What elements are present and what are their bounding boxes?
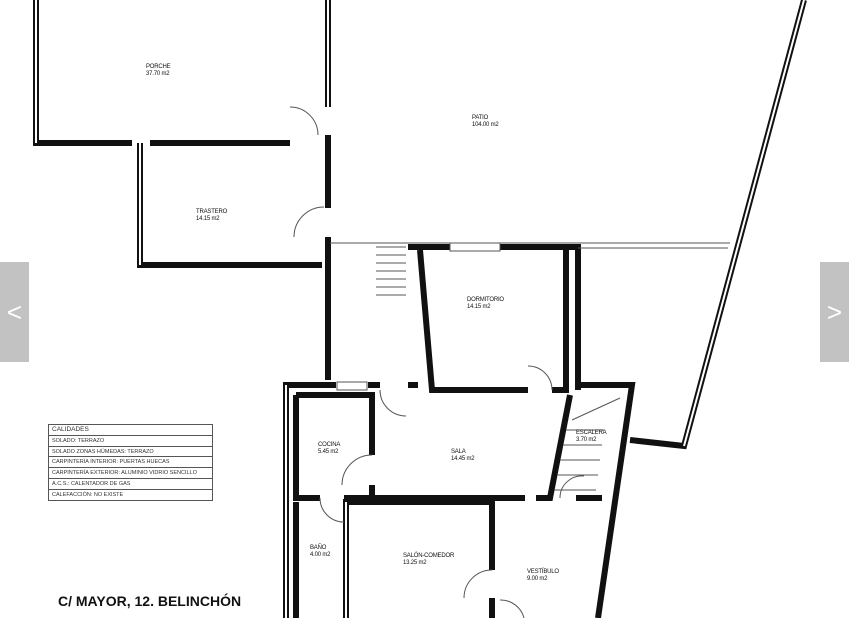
calidades-header: CALIDADES: [49, 425, 212, 436]
room-name: TRASTERO: [196, 209, 228, 215]
walls: [33, 0, 807, 618]
room-area: 3.70 m2: [576, 437, 597, 443]
thin-lines: [289, 106, 730, 618]
room-area: 14.45 m2: [451, 456, 475, 462]
room-area: 14.15 m2: [467, 304, 491, 310]
room-area: 37.70 m2: [146, 71, 170, 77]
calidades-row: SOLADO ZONAS HÚMEDAS: TERRAZO: [49, 447, 212, 458]
room-name: SALÓN-COMEDOR: [403, 553, 455, 559]
room-area: 104.00 m2: [472, 122, 499, 128]
calidades-row: A.C.S.: CALENTADOR DE GAS: [49, 479, 212, 490]
calidades-table: CALIDADES SOLADO: TERRAZO SOLADO ZONAS H…: [48, 424, 213, 501]
room-area: 9.00 m2: [527, 576, 548, 582]
room-name: PATIO: [472, 115, 489, 121]
calidades-row: CARPINTERÍA INTERIOR: PUERTAS HUECAS: [49, 457, 212, 469]
room-name: VESTÍBULO: [527, 569, 559, 575]
room-area: 13.25 m2: [403, 560, 427, 566]
room-name: ESCALERA: [576, 430, 607, 436]
room-name: PORCHE: [146, 64, 171, 70]
previous-image-button[interactable]: <: [0, 262, 29, 362]
room-area: 4.00 m2: [310, 552, 331, 558]
room-name: DORMITORIO: [467, 297, 504, 303]
room-name: BAÑO: [310, 545, 327, 551]
room-name: SALA: [451, 449, 466, 455]
next-image-button[interactable]: >: [820, 262, 849, 362]
room-area: 14.15 m2: [196, 216, 220, 222]
calidades-row: SOLADO: TERRAZO: [49, 436, 212, 447]
calidades-row: CALEFACCIÓN: NO EXISTE: [52, 491, 124, 498]
room-area: 5.45 m2: [318, 449, 339, 455]
plan-title: C/ MAYOR, 12. BELINCHÓN: [58, 593, 242, 609]
calidades-row: CARPINTERÍA EXTERIOR: ALUMINIO VIDRIO SE…: [49, 468, 212, 479]
room-name: COCINA: [318, 442, 341, 448]
